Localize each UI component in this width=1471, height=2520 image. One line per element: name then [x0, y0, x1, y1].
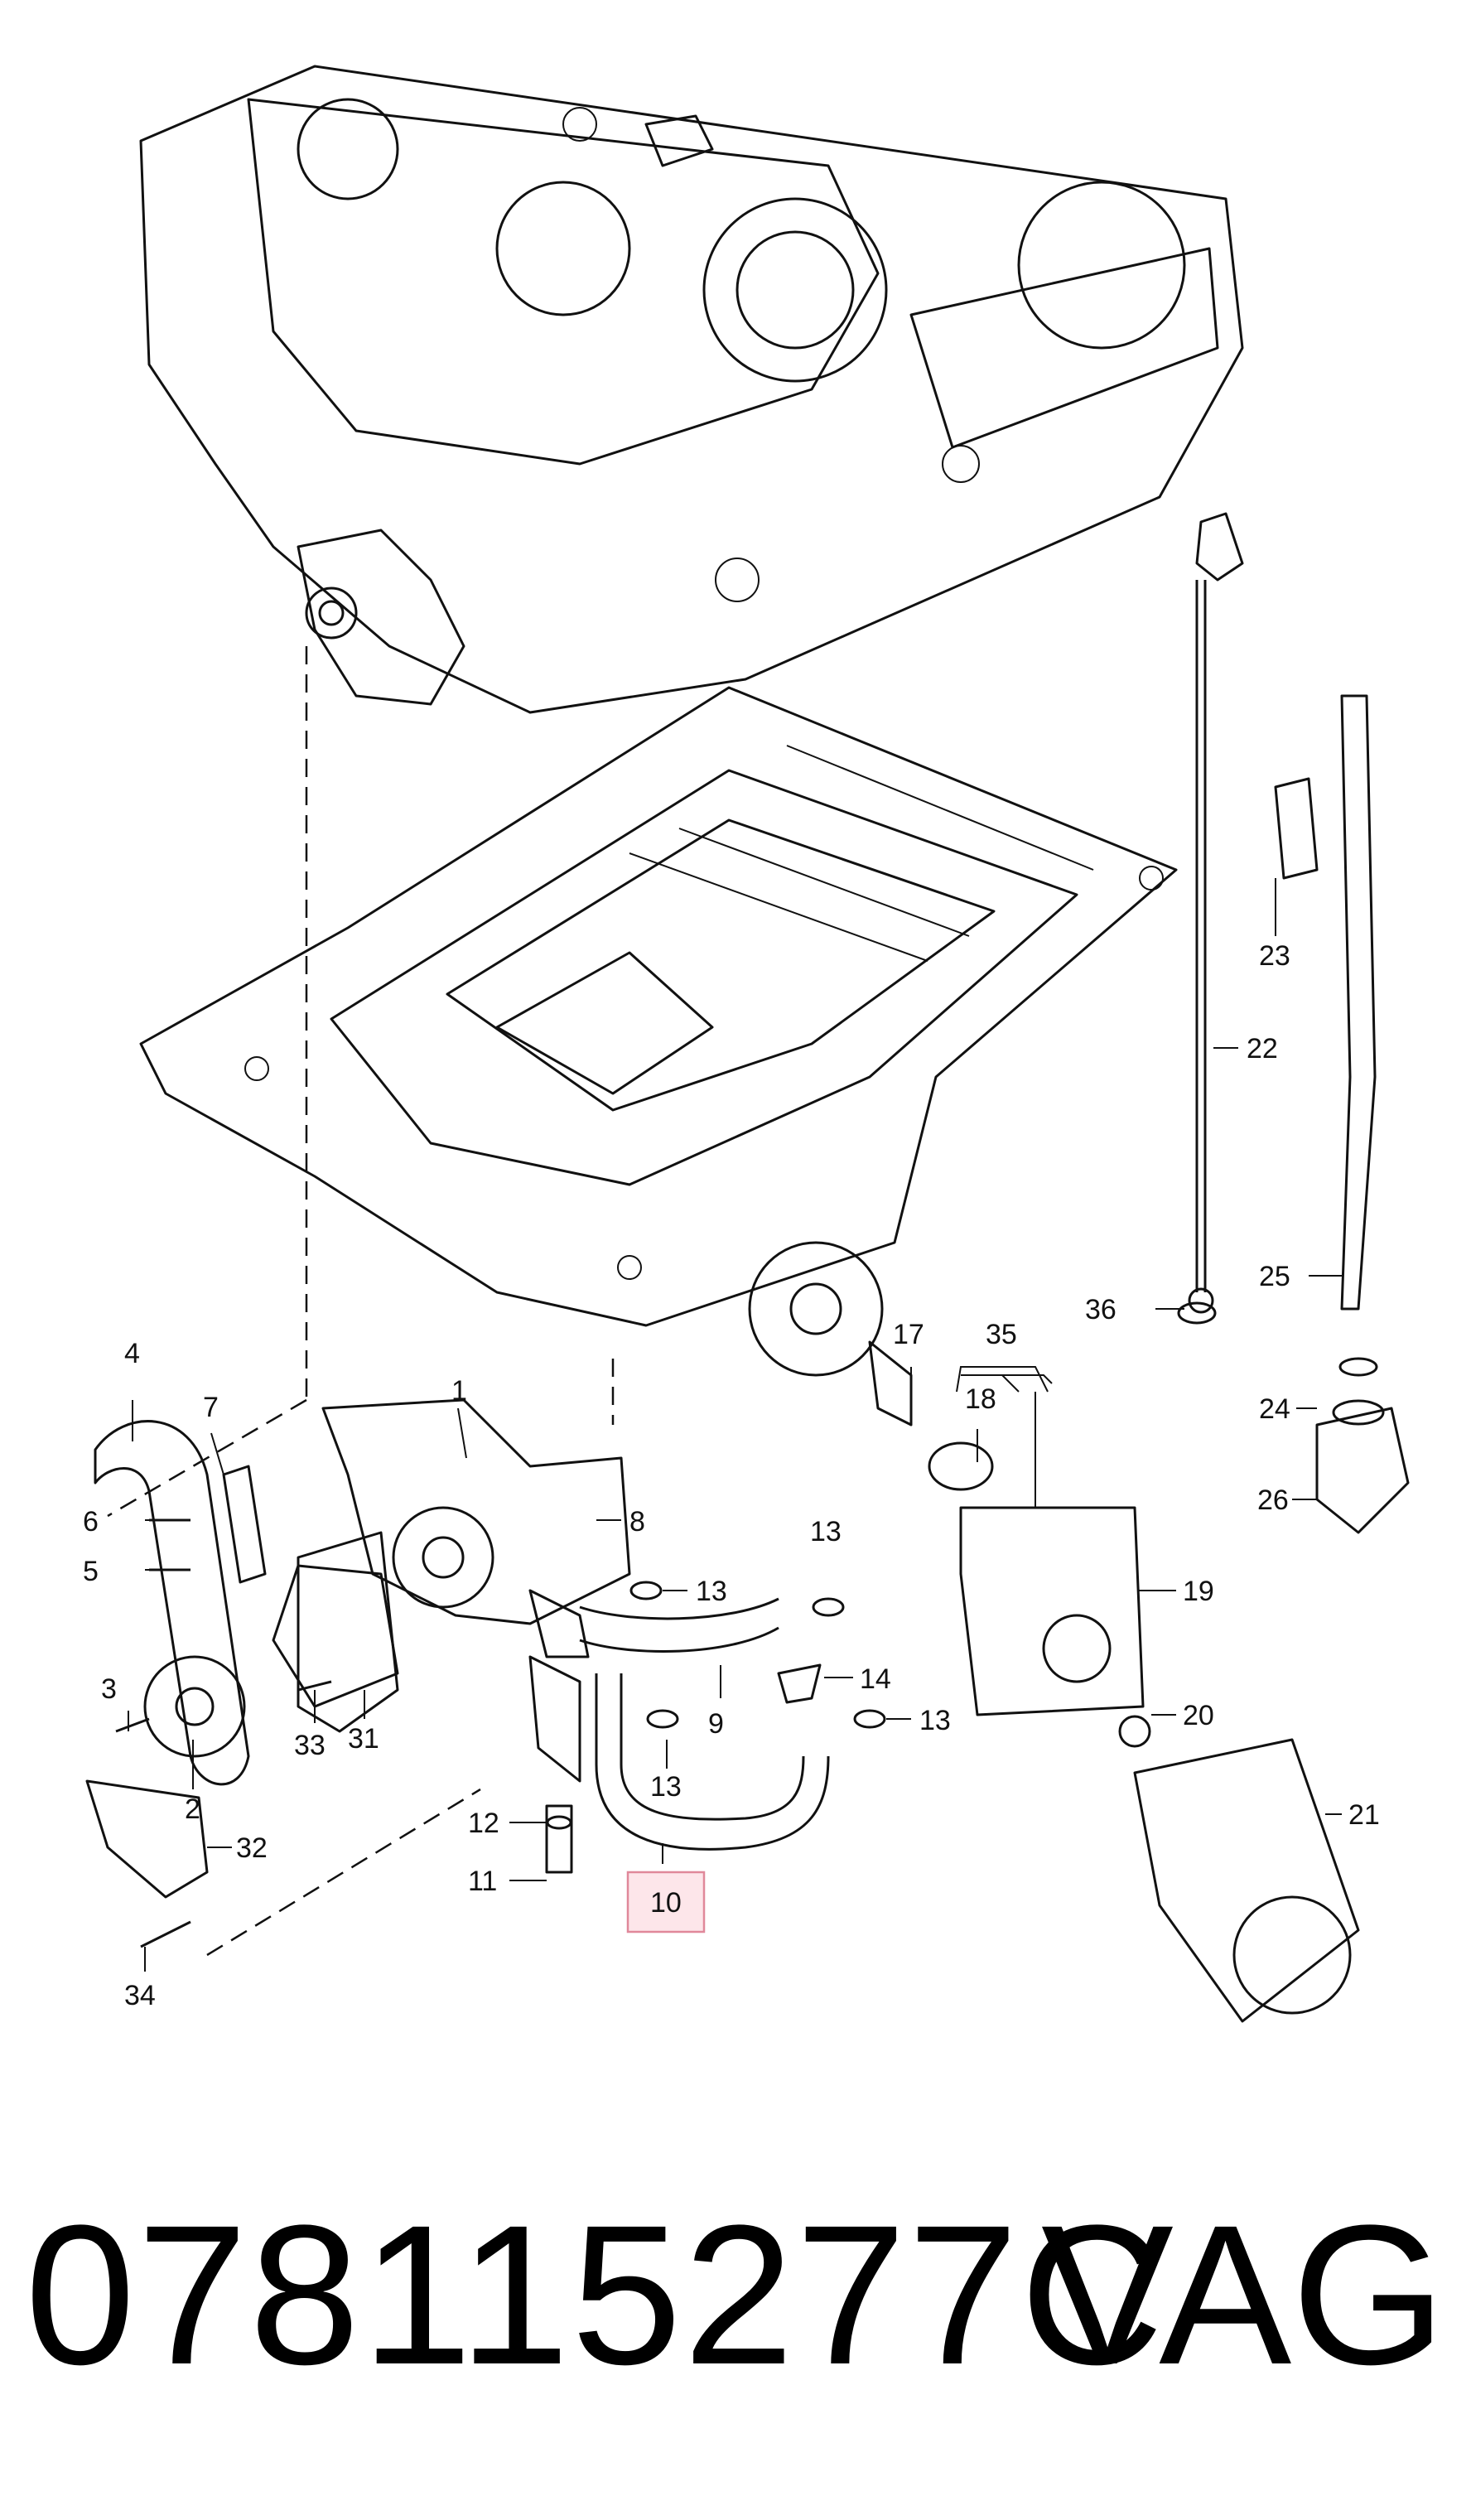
callout-25: 25: [1259, 1261, 1290, 1292]
callout-13a: 13: [810, 1516, 842, 1547]
callout-22: 22: [1247, 1033, 1278, 1064]
oil-filter-assembly: [868, 1340, 1360, 2023]
callout-12: 12: [468, 1808, 499, 1839]
oil-pipes: [528, 1581, 886, 1874]
callout-32: 32: [236, 1832, 268, 1864]
timing-chain: [85, 1420, 399, 1948]
assembly-line-chain: [107, 1398, 307, 1518]
callout-19: 19: [1183, 1576, 1214, 1607]
callout-31: 31: [348, 1723, 379, 1755]
engine-block: [139, 65, 1244, 714]
callout-4: 4: [124, 1338, 140, 1369]
callout-13d: 13: [919, 1705, 951, 1736]
callout-9: 9: [708, 1708, 724, 1740]
callout-13c: 13: [650, 1771, 682, 1803]
callout-7: 7: [203, 1392, 219, 1423]
callout-35: 35: [986, 1319, 1017, 1350]
highlight-box: [626, 1871, 706, 1933]
part-number: 078115277C: [25, 2184, 1165, 2406]
callout-5: 5: [83, 1556, 99, 1587]
callout-33: 33: [294, 1730, 326, 1761]
callout-21: 21: [1348, 1799, 1380, 1831]
callout-23: 23: [1259, 940, 1290, 972]
callout-10: 10: [650, 1887, 682, 1919]
callout-17: 17: [893, 1319, 924, 1350]
leader-lines: [128, 878, 1342, 1972]
oil-pan: [139, 686, 1178, 1377]
callout-1: 1: [451, 1375, 467, 1407]
dipstick-guide-tube: [1177, 694, 1410, 1534]
callout-20: 20: [1183, 1700, 1214, 1731]
callout-3: 3: [101, 1673, 117, 1705]
callout-36: 36: [1085, 1294, 1117, 1325]
assembly-line-cover: [206, 1788, 481, 1957]
brand-name: VAG: [1040, 2184, 1446, 2406]
callout-18: 18: [965, 1383, 996, 1415]
callout-labels: 1 2 3 4 5 6 7 8 9 10 11 12 13 13 13 13 1…: [83, 940, 1380, 2011]
callout-11: 11: [468, 1866, 497, 1897]
dipstick: [1188, 512, 1244, 1314]
callout-8: 8: [629, 1506, 645, 1538]
exploded-parts-diagram: 1 2 3 4 5 6 7 8 9 10 11 12 13 13 13 13 1…: [83, 65, 1410, 2023]
callout-14: 14: [860, 1663, 891, 1695]
callout-2: 2: [185, 1793, 200, 1825]
callout-13b: 13: [696, 1576, 727, 1607]
callout-6: 6: [83, 1506, 99, 1538]
oil-pump: [272, 1398, 631, 1708]
callout-34: 34: [124, 1980, 156, 2011]
callout-24: 24: [1259, 1393, 1290, 1425]
callout-26: 26: [1257, 1484, 1289, 1516]
